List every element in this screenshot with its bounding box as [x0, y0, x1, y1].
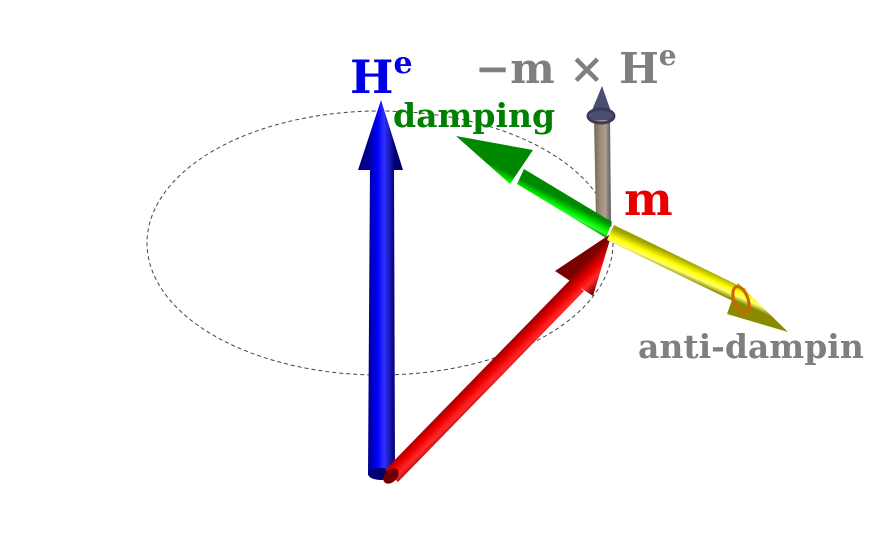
field-label-main: H	[350, 50, 393, 104]
precession-torque-label-main: −m × H	[475, 44, 659, 93]
damping-label: damping	[393, 96, 555, 135]
precession-torque-arrow	[586, 86, 616, 222]
magnetization-label: m	[624, 172, 673, 226]
precession-torque-label: −m × He	[475, 39, 677, 93]
damping-arrow	[456, 136, 612, 238]
anti-damping-arrow	[607, 225, 788, 332]
magnetization-arrow	[383, 233, 612, 484]
field-label-superscript: e	[393, 46, 412, 81]
precession-torque-label-superscript: e	[659, 39, 677, 72]
anti-damping-label: anti-dampin	[638, 327, 864, 366]
field-arrow	[358, 100, 403, 480]
field-label: He	[350, 46, 413, 104]
